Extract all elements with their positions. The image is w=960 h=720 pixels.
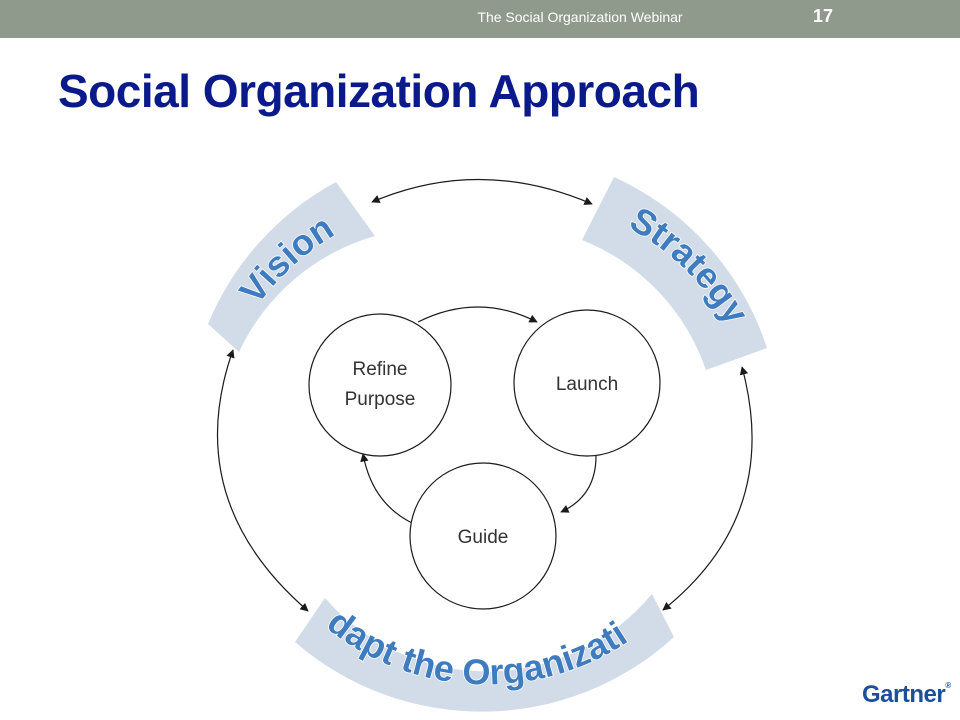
launch-to-guide-arrow [560, 455, 597, 513]
refine-purpose-text-line2: Purpose [345, 389, 416, 410]
webinar-title: The Social Organization Webinar [477, 9, 683, 25]
vision-strategy-arrow [371, 178, 593, 205]
slide-title: Social Organization Approach [58, 65, 700, 117]
registered-mark: ® [945, 681, 951, 690]
vision-band [208, 182, 375, 352]
guide-node [409, 462, 557, 610]
top-bar: The Social Organization Webinar 17 [0, 0, 960, 38]
launch-text: Launch [556, 374, 618, 395]
gartner-logo: Gartner® [862, 681, 951, 709]
adapt-band [295, 594, 674, 712]
refine-purpose-node [308, 313, 452, 457]
refine-purpose-text-line1: Refine [353, 359, 408, 380]
refine-to-launch-arrow [417, 306, 538, 323]
guide-text: Guide [458, 527, 509, 548]
guide-to-refine-arrow [360, 453, 413, 524]
vision-adapt-arrow [216, 349, 309, 612]
slide-number: 17 [812, 6, 834, 26]
strategy-band [582, 177, 767, 370]
gartner-logo-text: Gartner [862, 681, 946, 708]
launch-node [513, 309, 661, 457]
strategy-adapt-arrow [662, 366, 753, 611]
